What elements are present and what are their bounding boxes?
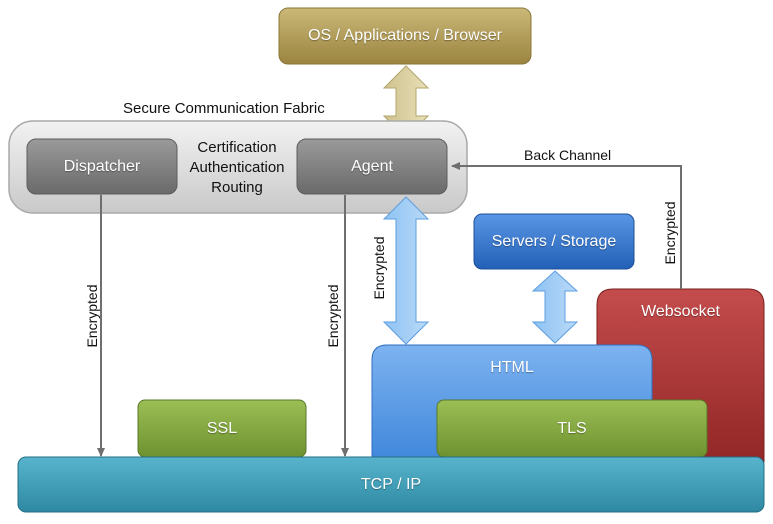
tcpip-shape xyxy=(17,456,765,513)
encrypted-label-back-channel: Encrypted xyxy=(662,201,678,265)
agent-label: Agent xyxy=(351,157,393,175)
feature-certification: Certification xyxy=(197,139,277,156)
tls-box: TLS xyxy=(437,400,707,457)
feature-routing: Routing xyxy=(211,179,263,196)
back-channel-label: Back Channel xyxy=(524,147,612,163)
tcpip-label: TCP / IP xyxy=(360,475,422,493)
encrypted-label-dispatcher: Encrypted xyxy=(84,284,100,348)
html-label: HTML xyxy=(490,359,534,376)
encrypted-label-agent-line: Encrypted xyxy=(325,284,341,348)
agent-shape xyxy=(296,138,448,195)
feature-authentication: Authentication xyxy=(189,159,285,176)
top-box-label: OS / Applications / Browser xyxy=(308,27,502,44)
servers-label: Servers / Storage xyxy=(491,232,617,250)
agent-html-arrow xyxy=(382,196,430,345)
fabric-features: Certification Authentication Routing xyxy=(177,138,297,198)
dispatcher-label: Dispatcher xyxy=(63,157,141,175)
servers-box: Servers / Storage xyxy=(474,214,634,269)
websocket-box: Websocket xyxy=(597,289,764,349)
back-channel-line xyxy=(451,162,682,289)
agent-box: Agent xyxy=(297,139,447,194)
websocket-label: Websocket xyxy=(641,303,720,320)
top-box-shape xyxy=(278,7,532,65)
tls-label: TLS xyxy=(557,419,587,437)
top-box: OS / Applications / Browser xyxy=(279,8,531,64)
encrypted-label-agent-html: Encrypted xyxy=(371,236,387,300)
html-box: HTML xyxy=(372,345,652,395)
ssl-box: SSL xyxy=(138,400,306,457)
ssl-label: SSL xyxy=(206,419,238,437)
fabric-title: Secure Communication Fabric xyxy=(123,100,325,117)
dispatcher-box: Dispatcher xyxy=(27,139,177,194)
servers-shape xyxy=(473,213,635,270)
servers-html-arrow xyxy=(531,270,579,344)
tcpip-box: TCP / IP xyxy=(18,457,764,512)
